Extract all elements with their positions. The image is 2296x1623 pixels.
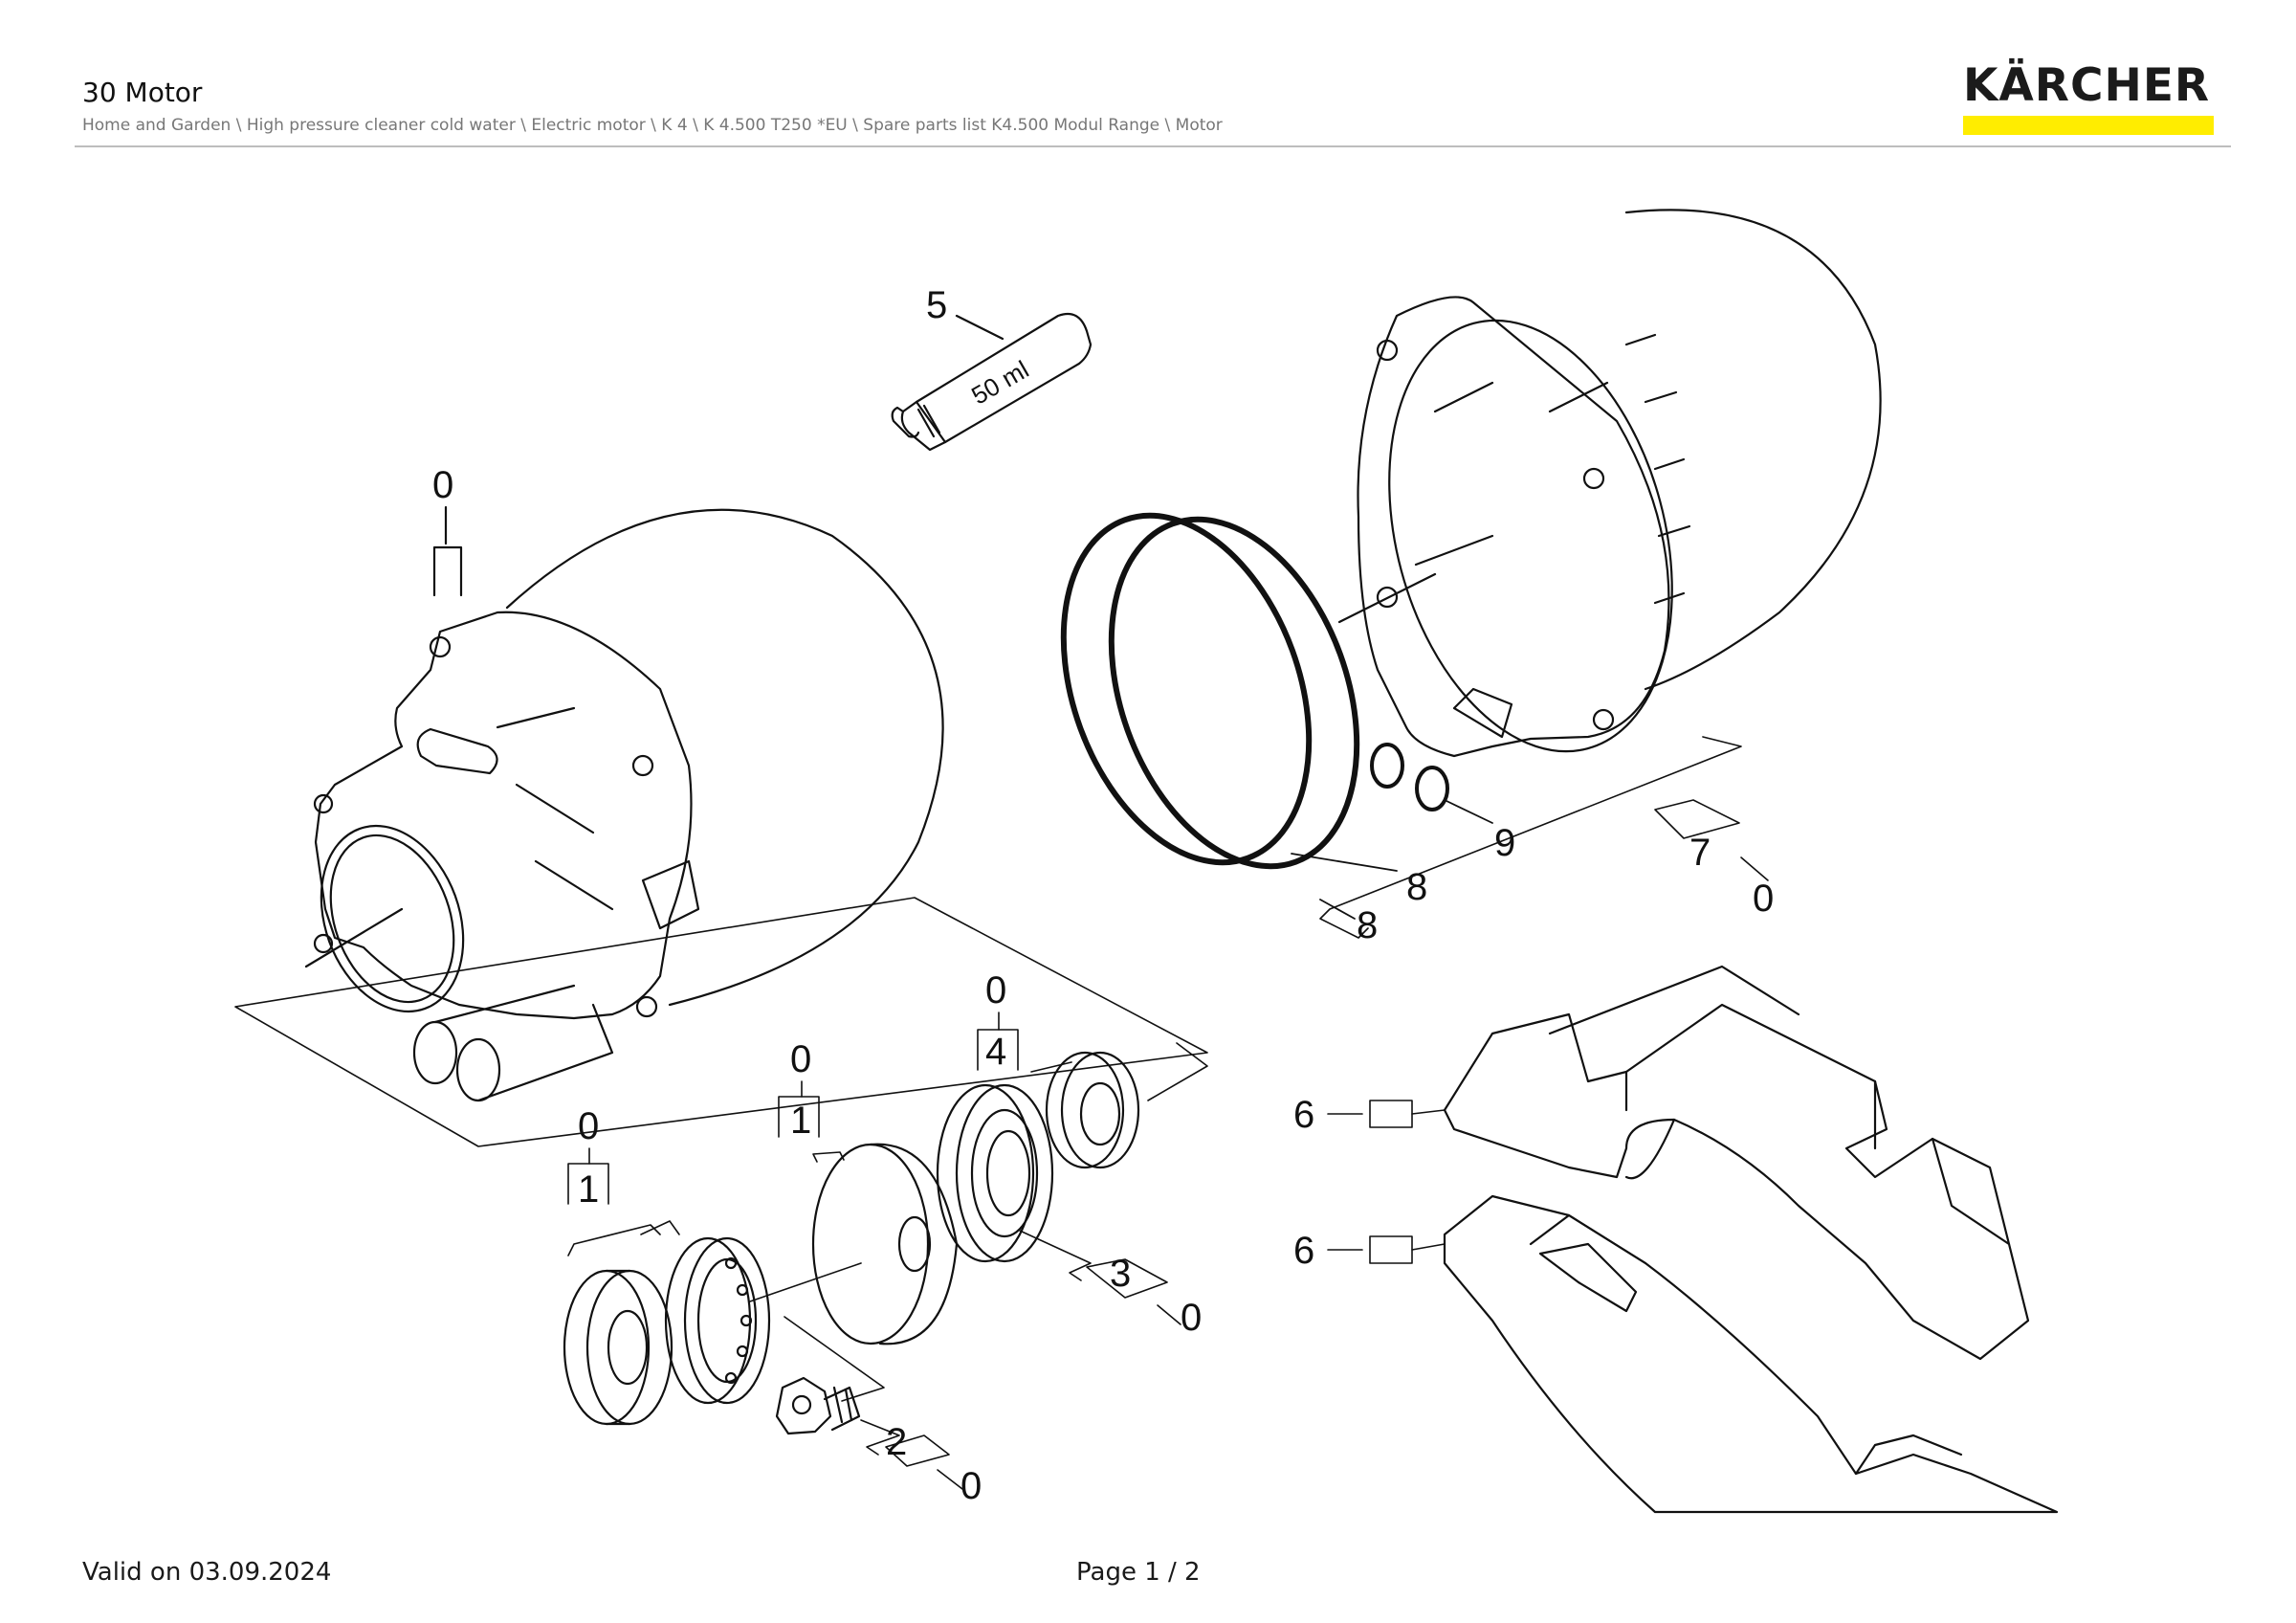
page-header: 30 Motor Home and Garden \ High pressure…	[82, 77, 1223, 135]
grease-tube: 50 ml	[891, 312, 1093, 452]
callout-1b-top: 0	[790, 1038, 811, 1080]
page-number: Page 1 / 2	[1076, 1558, 1201, 1587]
washer-left	[563, 1269, 673, 1426]
motor-clamp-lower	[1443, 1194, 2059, 1514]
callout-1b: 1	[790, 1100, 811, 1142]
screw	[775, 1376, 861, 1435]
page-title: 30 Motor	[82, 77, 203, 108]
callout-9: 9	[1494, 822, 1515, 864]
callout-bracket-1a	[567, 1220, 680, 1256]
callout-2-sub: 0	[960, 1465, 982, 1507]
callout-7-sub: 0	[1753, 878, 1774, 920]
exploded-parts-diagram: 50 ml 5 0	[234, 209, 2059, 1514]
o-ring-small-2	[1415, 766, 1449, 812]
callout-0-motor: 0	[432, 464, 453, 506]
ball-bearing	[936, 1083, 1054, 1263]
motor-housing-left	[313, 508, 944, 1102]
callout-3-sub: 0	[1181, 1297, 1202, 1339]
callout-4: 4	[985, 1031, 1006, 1073]
shaft-seal	[1045, 1051, 1140, 1169]
validity-date: Valid on 03.09.2024	[82, 1558, 332, 1587]
callout-3: 3	[1110, 1253, 1131, 1295]
callout-8-b: 8	[1357, 904, 1378, 946]
callout-7: 7	[1689, 832, 1711, 874]
callout-bracket-6	[1327, 1100, 1446, 1264]
motor-clamp-upper	[1443, 965, 2030, 1361]
header-divider	[75, 145, 2231, 147]
callout-4-top: 0	[985, 969, 1006, 1012]
callout-bracket-motor	[234, 505, 1208, 1147]
tube-label: 50 ml	[966, 355, 1033, 411]
thrust-bearing	[664, 1236, 771, 1405]
callout-1a-top: 0	[578, 1105, 599, 1147]
motor-housing-right	[1337, 209, 1882, 758]
callout-5: 5	[926, 284, 947, 326]
callout-2: 2	[886, 1421, 907, 1463]
karcher-logo: KÄRCHER	[1963, 63, 2216, 135]
callout-bracket-7	[1319, 736, 1769, 939]
callout-1a: 1	[578, 1168, 599, 1211]
callout-6-b: 6	[1293, 1230, 1314, 1272]
logo-text: KÄRCHER	[1963, 59, 2211, 112]
breadcrumb: Home and Garden \ High pressure cleaner …	[82, 116, 1223, 135]
o-ring-large	[1060, 512, 1360, 870]
bearing-cup	[811, 1143, 959, 1345]
o-ring-small-1	[1370, 743, 1404, 789]
callout-6-a: 6	[1293, 1094, 1314, 1136]
logo-yellow-bar	[1963, 116, 2214, 135]
